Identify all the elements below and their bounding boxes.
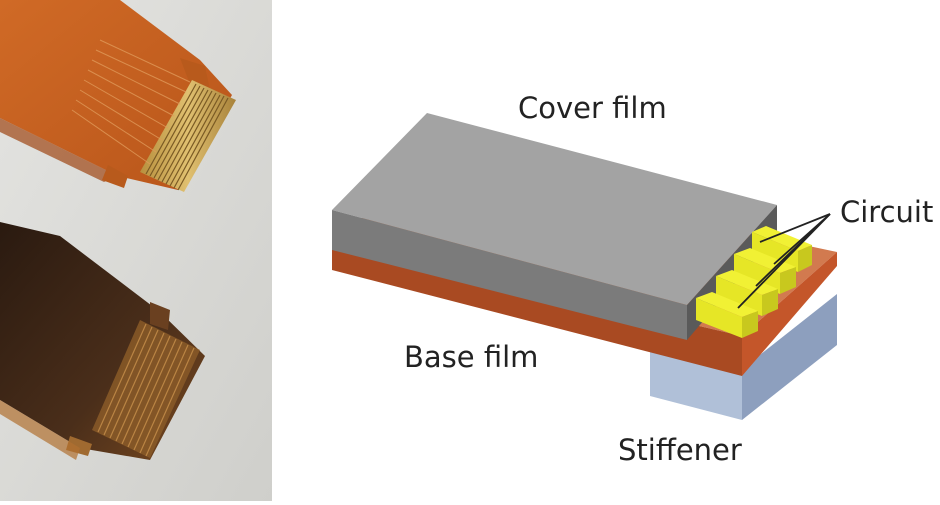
base-film-side [742,252,837,376]
fpc-cable-photo [0,0,272,501]
label-base-film: Base film [404,340,539,374]
circuit-trace-4 [696,292,758,338]
fpc-structure-diagram: Cover film Circuit Base film Stiffener [272,0,940,501]
orange-fpc-cable [0,0,236,192]
stiffener-side [742,294,837,420]
circuit-leader-lines [737,213,831,309]
label-stiffener: Stiffener [618,433,742,467]
cover-film-front [332,210,687,340]
label-circuit: Circuit [840,195,934,229]
label-cover-film: Cover film [518,91,667,125]
cover-film-top [332,113,777,305]
dark-fpc-cable [0,222,205,460]
circuit-trace-3 [716,270,778,316]
circuit-trace-2 [734,248,796,294]
circuit-trace-1 [752,226,812,272]
